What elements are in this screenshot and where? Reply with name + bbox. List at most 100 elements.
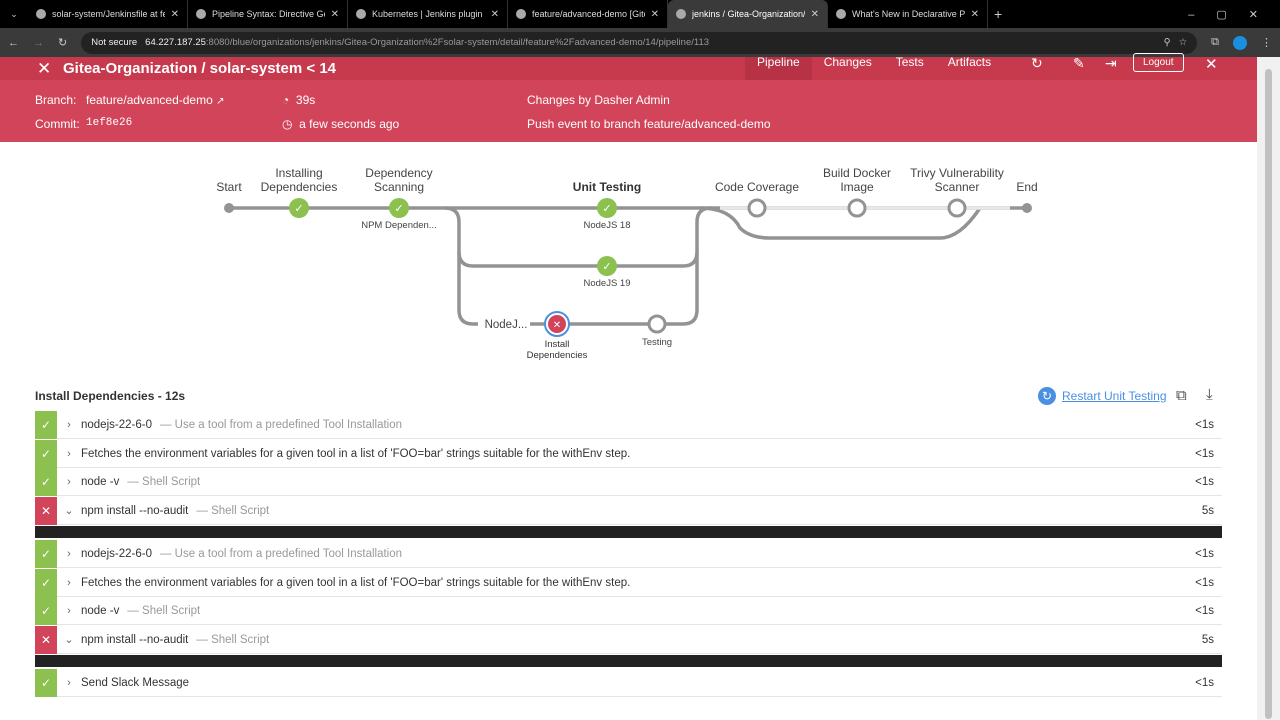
tab-search-icon[interactable]: ⌄ bbox=[10, 8, 18, 19]
close-tab-icon[interactable]: ✕ bbox=[970, 8, 979, 20]
branch-link[interactable]: feature/advanced-demo ↗ bbox=[86, 93, 224, 107]
branch-name[interactable]: feature/advanced-demo bbox=[86, 93, 213, 107]
reload-icon[interactable]: ↻ bbox=[58, 37, 68, 49]
step-row[interactable]: ✓ › nodejs-22-6-0 — Use a tool from a pr… bbox=[35, 410, 1222, 439]
run-number[interactable]: < 14 bbox=[306, 60, 337, 77]
tab[interactable]: Pipeline Syntax: Directive Gene✕ bbox=[188, 0, 348, 28]
scrollbar-thumb[interactable] bbox=[1265, 69, 1272, 719]
stage-label: Dependency bbox=[365, 166, 432, 180]
success-node[interactable]: ✓ bbox=[597, 256, 617, 276]
chevron-right-icon[interactable]: › bbox=[67, 447, 71, 460]
step-duration: <1s bbox=[1195, 576, 1214, 589]
favicon-icon bbox=[356, 9, 366, 19]
favicon-icon bbox=[676, 9, 686, 19]
close-tab-icon[interactable]: ✕ bbox=[170, 8, 179, 20]
rerun-icon[interactable]: ↻ bbox=[1031, 55, 1043, 71]
profile-avatar[interactable] bbox=[1233, 35, 1247, 50]
close-run-icon[interactable]: ✕ bbox=[1205, 56, 1218, 73]
stage-label: Start bbox=[216, 180, 242, 194]
not-built-node[interactable] bbox=[747, 198, 767, 218]
success-icon: ✓ bbox=[35, 568, 57, 597]
step-row[interactable]: ✓ › node -v — Shell Script <1s bbox=[35, 467, 1222, 496]
step-duration: <1s bbox=[1195, 604, 1214, 617]
download-icon[interactable]: ⤓ bbox=[1206, 386, 1213, 403]
step-row[interactable]: ✓ › Send Slack Message <1s bbox=[35, 668, 1222, 697]
scrollbar[interactable] bbox=[1257, 57, 1280, 720]
chevron-down-icon[interactable]: ⌄ bbox=[64, 505, 74, 517]
commit-hash[interactable]: 1ef8e26 bbox=[86, 117, 133, 129]
failed-node-selected[interactable]: ✕ bbox=[544, 311, 570, 337]
success-node[interactable]: ✓ bbox=[389, 198, 409, 218]
stage-label: Dependencies bbox=[261, 180, 338, 194]
tab-active[interactable]: jenkins / Gitea-Organization/so✕ bbox=[668, 0, 828, 28]
success-node[interactable]: ✓ bbox=[597, 198, 617, 218]
external-link-icon[interactable]: ↗ bbox=[216, 96, 225, 107]
run-header: ✕ Gitea-Organization / solar-system < 14… bbox=[0, 53, 1257, 80]
step-description: — Shell Script bbox=[196, 633, 270, 646]
step-name: node -v bbox=[81, 604, 120, 617]
tab-changes[interactable]: Changes bbox=[823, 55, 872, 69]
chevron-right-icon[interactable]: › bbox=[67, 576, 71, 589]
restart-icon: ↻ bbox=[1038, 387, 1056, 405]
stage-label: Installing bbox=[275, 166, 322, 180]
favicon-icon bbox=[36, 9, 46, 19]
not-built-node[interactable] bbox=[847, 198, 867, 218]
step-row[interactable]: ✓ › nodejs-22-6-0 — Use a tool from a pr… bbox=[35, 539, 1222, 568]
tab-artifacts[interactable]: Artifacts bbox=[947, 55, 992, 69]
chevron-down-icon[interactable]: ⌄ bbox=[64, 634, 74, 646]
success-node[interactable]: ✓ bbox=[289, 198, 309, 218]
logout-button[interactable]: Logout bbox=[1133, 53, 1184, 72]
bookmark-star-icon[interactable]: ☆ bbox=[1178, 37, 1188, 48]
edit-icon[interactable]: ✎ bbox=[1073, 55, 1085, 71]
close-tab-icon[interactable]: ✕ bbox=[490, 8, 499, 20]
open-in-new-icon[interactable]: ⧉ bbox=[1176, 387, 1187, 404]
tab[interactable]: What's New in Declarative Pipe✕ bbox=[828, 0, 988, 28]
tab[interactable]: feature/advanced-demo [Gitea✕ bbox=[508, 0, 668, 28]
chevron-right-icon[interactable]: › bbox=[67, 604, 71, 617]
start-time-value: a few seconds ago bbox=[299, 117, 400, 131]
tab[interactable]: Kubernetes | Jenkins plugin✕ bbox=[348, 0, 508, 28]
step-description: — Shell Script bbox=[127, 475, 201, 488]
step-row[interactable]: ✓ › Fetches the environment variables fo… bbox=[35, 439, 1222, 468]
start-time: ◷ a few seconds ago bbox=[282, 117, 399, 131]
chevron-right-icon[interactable]: › bbox=[67, 418, 71, 431]
restart-stage-button[interactable]: ↻ Restart Unit Testing bbox=[1038, 387, 1167, 405]
tab[interactable]: solar-system/Jenkinsfile at feat✕ bbox=[28, 0, 188, 28]
stage-label: Scanning bbox=[374, 180, 424, 194]
extensions-icon[interactable]: ⧉ bbox=[1211, 36, 1219, 48]
duration-value: 39s bbox=[295, 93, 316, 107]
not-built-node[interactable] bbox=[647, 314, 667, 334]
chevron-right-icon[interactable]: › bbox=[67, 547, 71, 560]
close-tab-icon[interactable]: ✕ bbox=[650, 8, 659, 20]
window-controls[interactable]: –▢✕ bbox=[1188, 8, 1280, 21]
close-tab-icon[interactable]: ✕ bbox=[810, 8, 819, 20]
open-classic-icon[interactable]: ⇥ bbox=[1105, 55, 1117, 71]
restart-link[interactable]: Restart Unit Testing bbox=[1062, 389, 1167, 403]
step-row[interactable]: ✓ › node -v — Shell Script <1s bbox=[35, 596, 1222, 625]
step-row[interactable]: ✓ › Fetches the environment variables fo… bbox=[35, 568, 1222, 597]
new-tab-icon[interactable]: + bbox=[994, 6, 1003, 22]
step-name: Fetches the environment variables for a … bbox=[81, 447, 631, 460]
step-log-output bbox=[35, 655, 1222, 667]
step-row[interactable]: ✕ ⌄ npm install --no-audit — Shell Scrip… bbox=[35, 625, 1222, 654]
changes-by: Changes by Dasher Admin bbox=[527, 93, 670, 107]
step-log-output bbox=[35, 526, 1222, 538]
close-icon[interactable]: ✕ bbox=[37, 58, 52, 78]
zoom-icon[interactable]: ⚲ bbox=[1163, 37, 1171, 48]
tab-tests[interactable]: Tests bbox=[895, 55, 924, 69]
chevron-right-icon[interactable]: › bbox=[67, 676, 71, 689]
close-tab-icon[interactable]: ✕ bbox=[330, 8, 339, 20]
chevron-right-icon[interactable]: › bbox=[67, 475, 71, 488]
branch-label: NodeJS 19 bbox=[583, 278, 630, 289]
step-row[interactable]: ✕ ⌄ npm install --no-audit — Shell Scrip… bbox=[35, 496, 1222, 525]
not-built-node[interactable] bbox=[947, 198, 967, 218]
forward-icon[interactable]: → bbox=[33, 36, 44, 49]
step-duration: <1s bbox=[1195, 475, 1214, 488]
branch-label: NPM Dependen... bbox=[361, 220, 437, 231]
menu-icon[interactable]: ⋮ bbox=[1261, 37, 1272, 49]
stage-label: Scanner bbox=[935, 180, 980, 194]
tab-pipeline[interactable]: Pipeline bbox=[745, 56, 812, 80]
step-duration: <1s bbox=[1195, 676, 1214, 689]
back-icon[interactable]: ← bbox=[8, 36, 19, 49]
